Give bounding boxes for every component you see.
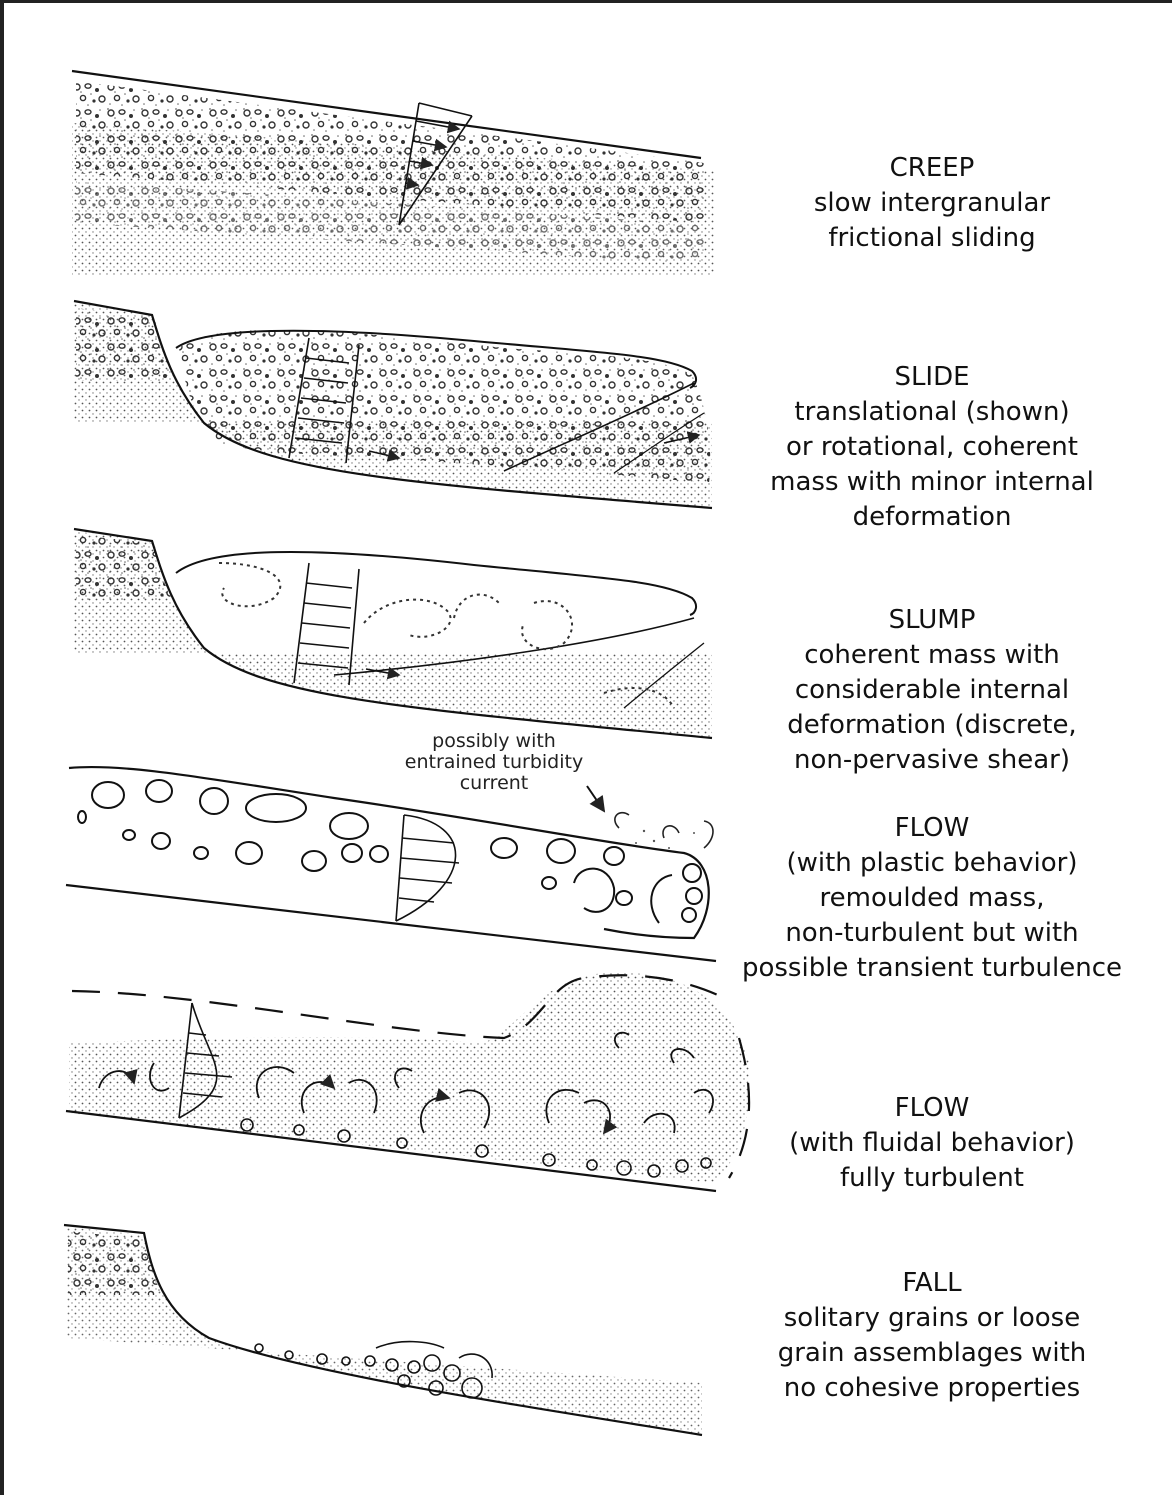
caption-line: translational (shown) — [722, 395, 1142, 430]
caption-heading: FLOW — [722, 811, 1142, 846]
caption-flow-fluidal: FLOW (with fluidal behavior) fully turbu… — [722, 1091, 1142, 1196]
caption-heading: CREEP — [722, 151, 1142, 186]
caption-line: solitary grains or loose — [722, 1301, 1142, 1336]
caption-line: (with plastic behavior) — [722, 846, 1142, 881]
flow-plastic-sketch — [66, 767, 716, 961]
turbidity-annotation: possibly with entrained turbidity curren… — [374, 731, 614, 794]
caption-line: non-pervasive shear) — [722, 743, 1142, 778]
caption-line: considerable internal — [722, 673, 1142, 708]
slide-sketch — [74, 301, 712, 508]
slump-sketch — [74, 529, 712, 738]
fall-sketch — [64, 1225, 702, 1435]
caption-line: (with fluidal behavior) — [722, 1126, 1142, 1161]
creep-sketch — [72, 71, 714, 275]
caption-line: non-turbulent but with — [722, 916, 1142, 951]
caption-heading: FALL — [722, 1266, 1142, 1301]
caption-creep: CREEP slow intergranular frictional slid… — [722, 151, 1142, 256]
caption-heading: FLOW — [722, 1091, 1142, 1126]
caption-slump: SLUMP coherent mass with considerable in… — [722, 603, 1142, 778]
caption-fall: FALL solitary grains or loose grain asse… — [722, 1266, 1142, 1406]
caption-line: coherent mass with — [722, 638, 1142, 673]
caption-heading: SLUMP — [722, 603, 1142, 638]
caption-line: remoulded mass, — [722, 881, 1142, 916]
caption-line: deformation — [722, 500, 1142, 535]
annotation-line: current — [374, 773, 614, 794]
caption-line: grain assemblages with — [722, 1336, 1142, 1371]
caption-line: mass with minor internal — [722, 465, 1142, 500]
caption-flow-plastic: FLOW (with plastic behavior) remoulded m… — [722, 811, 1142, 986]
caption-heading: SLIDE — [722, 360, 1142, 395]
caption-line: fully turbulent — [722, 1161, 1142, 1196]
caption-slide: SLIDE translational (shown) or rotationa… — [722, 360, 1142, 535]
caption-line: frictional sliding — [722, 221, 1142, 256]
caption-line: possible transient turbulence — [722, 951, 1142, 986]
annotation-line: entrained turbidity — [374, 752, 614, 773]
turbidity-curls — [615, 813, 713, 848]
caption-line: no cohesive properties — [722, 1371, 1142, 1406]
flow-fluidal-sketch — [66, 973, 750, 1191]
caption-line: deformation (discrete, — [722, 708, 1142, 743]
caption-line: slow intergranular — [722, 186, 1142, 221]
annotation-line: possibly with — [374, 731, 614, 752]
caption-line: or rotational, coherent — [722, 430, 1142, 465]
